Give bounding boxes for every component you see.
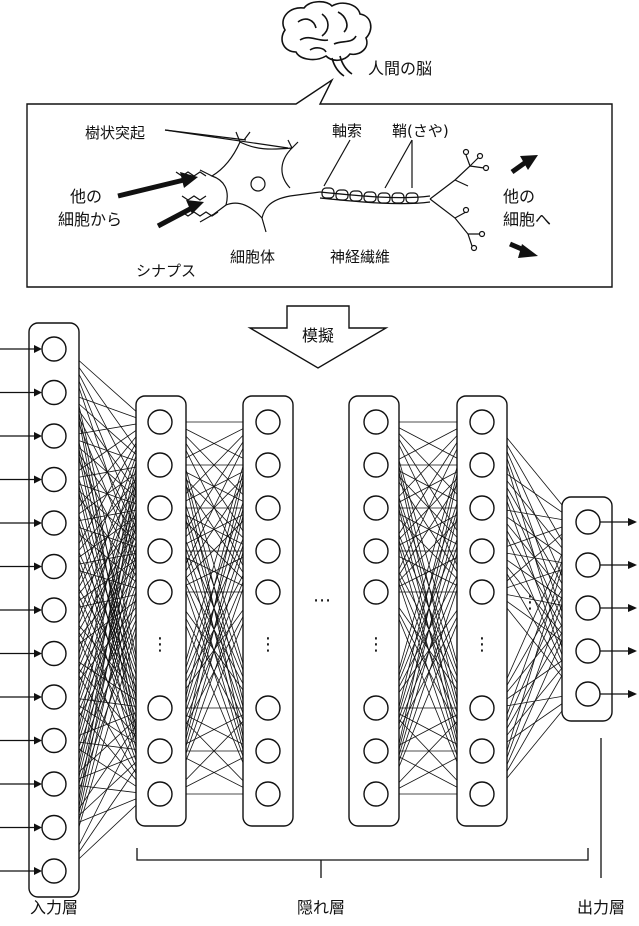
neuron-node <box>42 642 66 666</box>
hidden-layers-brace <box>137 848 588 878</box>
neuron-node <box>42 555 66 579</box>
neuron-node <box>42 598 66 622</box>
neuron-node <box>256 580 280 604</box>
ellipsis-between-hidden: ⋯ <box>313 590 331 611</box>
neuron-node <box>470 410 494 434</box>
neuron-node <box>576 553 600 577</box>
neuron-node <box>364 496 388 520</box>
brain-label: 人間の脳 <box>368 59 432 78</box>
simulate-label: 模擬 <box>302 326 334 345</box>
neuron-node <box>42 381 66 405</box>
hidden-layers-label: 隠れ層 <box>297 898 345 917</box>
neuron-node <box>576 639 600 663</box>
neuron-node <box>470 580 494 604</box>
neuron-node <box>470 496 494 520</box>
neuron-node <box>470 782 494 806</box>
nerve-fiber-label: 神経繊維 <box>330 248 390 266</box>
neuron-node <box>256 453 280 477</box>
ellipsis-hidden-2: ⋮ <box>259 634 277 655</box>
ellipsis-input-layer: ⋮ <box>88 592 106 613</box>
neuron-node <box>256 496 280 520</box>
output-signal-arrows <box>510 155 538 258</box>
neuron-node <box>364 580 388 604</box>
neuron-node <box>576 510 600 534</box>
from-other-cells-label-1: 他の <box>70 187 102 206</box>
neuron-node <box>148 739 172 763</box>
neuron-node <box>42 511 66 535</box>
output-arrowhead <box>628 604 637 612</box>
neuron-node <box>42 685 66 709</box>
neuron-node <box>470 739 494 763</box>
neuron-node <box>576 596 600 620</box>
axon-terminals <box>464 150 489 251</box>
neuron-node <box>256 782 280 806</box>
ellipsis-before-output: ⋮ <box>521 592 539 613</box>
ellipsis-hidden-4: ⋮ <box>473 634 491 655</box>
neuron-node <box>256 539 280 563</box>
output-layer-label: 出力層 <box>577 898 625 917</box>
input-layer-label: 入力層 <box>30 898 78 917</box>
output-arrowhead <box>628 561 637 569</box>
neuron-node <box>148 496 172 520</box>
sheath-label: 鞘(さや) <box>392 122 449 140</box>
neuron-node <box>42 729 66 753</box>
neuron-node <box>364 453 388 477</box>
synapse-label: シナプス <box>136 262 196 280</box>
brain-illustration <box>282 2 371 76</box>
to-other-cells-label-1: 他の <box>503 187 535 206</box>
neuron-node <box>364 539 388 563</box>
neuron-node <box>148 782 172 806</box>
output-arrowhead <box>628 518 637 526</box>
neuron-node <box>364 696 388 720</box>
neuron-node <box>148 539 172 563</box>
neuron-node <box>42 424 66 448</box>
neuron-node <box>42 337 66 361</box>
ellipsis-hidden-3: ⋮ <box>367 634 385 655</box>
neuron-node <box>470 696 494 720</box>
to-other-cells-label-2: 細胞へ <box>503 210 551 229</box>
cell-body-label: 細胞体 <box>230 248 275 266</box>
neuron-node <box>148 410 172 434</box>
neuron-node <box>42 772 66 796</box>
neuron-node <box>256 739 280 763</box>
neuron-illustration <box>165 130 484 246</box>
neuron-node <box>576 682 600 706</box>
neuron-node <box>256 696 280 720</box>
dendrites-label: 樹状突起 <box>85 124 145 142</box>
neuron-node <box>148 580 172 604</box>
neuron-node <box>148 696 172 720</box>
input-signal-arrows <box>118 172 204 226</box>
neuron-node <box>42 859 66 883</box>
output-arrowhead <box>628 690 637 698</box>
neuron-node <box>364 410 388 434</box>
axon-label: 軸索 <box>332 122 362 140</box>
from-other-cells-label-2: 細胞から <box>58 210 122 229</box>
neuron-node <box>470 539 494 563</box>
neuron-node <box>470 453 494 477</box>
neuron-node <box>42 468 66 492</box>
neuron-node <box>364 782 388 806</box>
ellipsis-hidden-1: ⋮ <box>151 634 169 655</box>
neuron-node <box>364 739 388 763</box>
neuron-node <box>256 410 280 434</box>
output-arrowhead <box>628 647 637 655</box>
neuron-node <box>148 453 172 477</box>
neuron-node <box>42 816 66 840</box>
